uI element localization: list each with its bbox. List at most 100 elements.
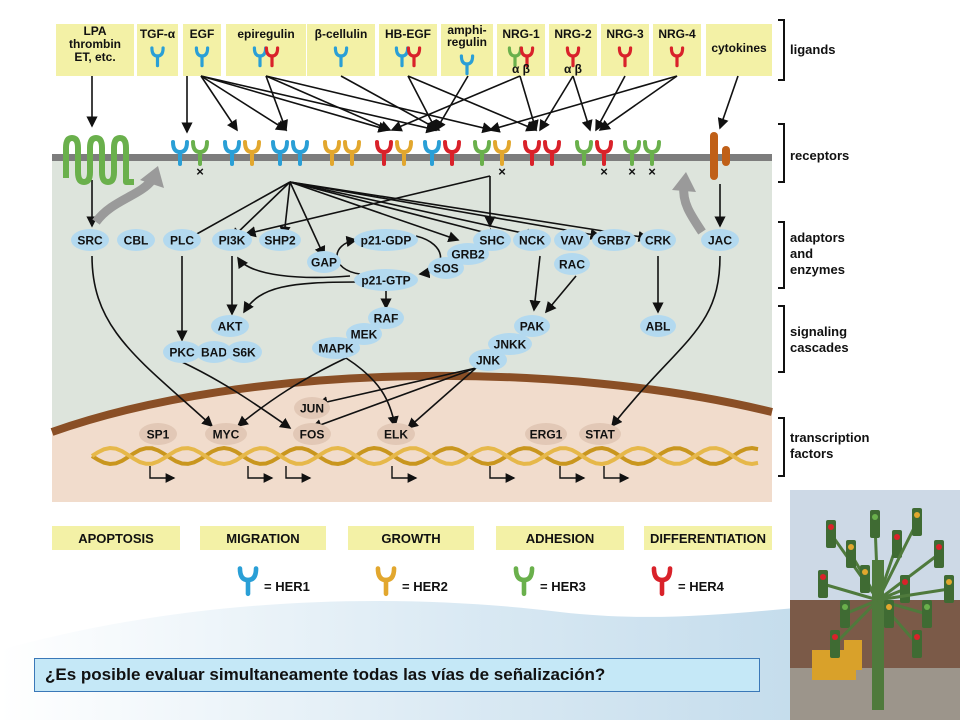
receptor-legend-icon <box>237 566 259 597</box>
node-label: JUN <box>300 402 324 416</box>
receptor-monomer-icon <box>473 140 491 166</box>
ligand-binding-icon <box>406 46 422 68</box>
node-rac: RAC <box>554 253 590 275</box>
outcome-growth: GROWTH <box>348 526 474 550</box>
node-sp1: SP1 <box>139 423 177 445</box>
pathway-arrow <box>184 181 291 241</box>
node-p21-gdp: p21-GDP <box>354 229 418 251</box>
node-label: PLC <box>170 234 194 248</box>
receptor-monomer-icon <box>375 140 393 166</box>
receptor-monomer-icon <box>423 140 441 166</box>
node-raf: RAF <box>368 307 404 329</box>
pathway-arrow <box>598 75 678 131</box>
outcome-label: DIFFERENTIATION <box>650 531 766 546</box>
node-label: S6K <box>232 346 256 360</box>
receptor-legend-icon <box>651 566 673 597</box>
ligand-label: EGF <box>190 27 215 41</box>
receptor-monomer-icon <box>395 140 413 166</box>
node-erg1: ERG1 <box>525 423 567 445</box>
traffic-light-icon <box>876 599 894 628</box>
ligand-label: NRG-4 <box>658 27 696 41</box>
receptor-monomer-icon <box>271 140 289 166</box>
receptor-monomer-icon <box>343 140 361 166</box>
ligand-box: EGF <box>183 24 221 76</box>
node-cbl: CBL <box>117 229 155 251</box>
node-label: JNKK <box>494 338 527 352</box>
level-label-receptors: receptors <box>790 148 849 163</box>
receptor-legend: = HER1= HER2= HER3= HER4 <box>237 566 725 597</box>
cell-membrane <box>52 154 772 161</box>
ligand-label: TGF-α <box>140 27 176 41</box>
ligand-label: epiregulin <box>237 27 294 41</box>
question-banner: ¿Es posible evaluar simultaneamente toda… <box>34 658 760 692</box>
receptor-monomer-icon <box>291 140 309 166</box>
dna-strand <box>90 445 759 467</box>
receptor-monomer-icon <box>595 140 613 166</box>
traffic-light-icon <box>840 598 879 628</box>
node-label: ABL <box>646 320 671 334</box>
node-label: SHP2 <box>264 234 296 248</box>
node-label: PKC <box>169 346 195 360</box>
ligand-label: amphi-regulin <box>447 23 487 49</box>
traffic-light-icon <box>877 598 932 628</box>
gpcr-transactivation-arrow <box>92 176 156 225</box>
ligand-binding-icon <box>617 46 633 68</box>
pathway-arrow <box>289 181 602 240</box>
node-nck: NCK <box>513 229 551 251</box>
pathway-arrow <box>200 75 288 131</box>
receptor-monomer-icon <box>643 140 661 166</box>
node-label: PAK <box>520 320 545 334</box>
pathway-arrow <box>544 275 577 314</box>
pathway-arrow <box>717 75 739 130</box>
inactive-kinase-mark: × <box>648 164 656 179</box>
outcome-apoptosis: APOPTOSIS <box>52 526 180 550</box>
level-bracket <box>778 305 785 373</box>
node-label: VAV <box>561 234 584 248</box>
receptor-monomer-icon <box>323 140 341 166</box>
node-bad: BAD <box>196 341 232 363</box>
transcription-start-arrow <box>149 466 176 483</box>
node-s6k: S6K <box>226 341 262 363</box>
ligand-binding-icon <box>565 46 581 68</box>
ligand-binding-icon <box>507 46 523 68</box>
node-vav: VAV <box>554 229 590 251</box>
receptor-row: ××××× <box>171 140 661 179</box>
receptor-monomer-icon <box>171 140 189 166</box>
node-src: SRC <box>71 229 109 251</box>
ligand-label: HB-EGF <box>385 27 431 41</box>
inactive-kinase-mark: × <box>600 164 608 179</box>
ligand-box: NRG-3 <box>601 24 649 76</box>
node-label: p21-GDP <box>361 234 412 248</box>
ligand-binding-icon <box>519 46 535 68</box>
outcome-label: GROWTH <box>381 531 440 546</box>
receptor-monomer-icon <box>575 140 593 166</box>
node-pi3k: PI3K <box>212 229 252 251</box>
traffic-light-icon <box>877 575 954 603</box>
inactive-kinase-mark: × <box>628 164 636 179</box>
traffic-light-tree-photo <box>790 490 960 720</box>
gpcr-transactivation-arrowhead <box>140 166 164 188</box>
node-mek: MEK <box>346 323 382 345</box>
ligand-label: β-cellulin <box>315 27 368 41</box>
pathway-arrow <box>310 367 477 430</box>
transcription-start-arrow <box>391 466 418 483</box>
pathway-arrow <box>415 235 442 279</box>
pathway-arrow <box>435 75 469 132</box>
ligand-binding-icon <box>394 46 410 68</box>
pathway-arrow <box>200 75 238 132</box>
node-pkc: PKC <box>163 341 201 363</box>
ligand-box: NRG-4 <box>653 24 701 76</box>
node-label: MEK <box>351 328 378 342</box>
ligand-box: cytokines <box>706 24 772 76</box>
pathway-arrow <box>407 75 437 132</box>
receptor-monomer-icon <box>493 140 511 166</box>
node-mapk: MAPK <box>312 337 360 359</box>
ligand-box: epiregulin <box>226 24 306 76</box>
node-p21-gtp: p21-GTP <box>354 269 418 291</box>
legend-label: = HER1 <box>264 579 310 594</box>
